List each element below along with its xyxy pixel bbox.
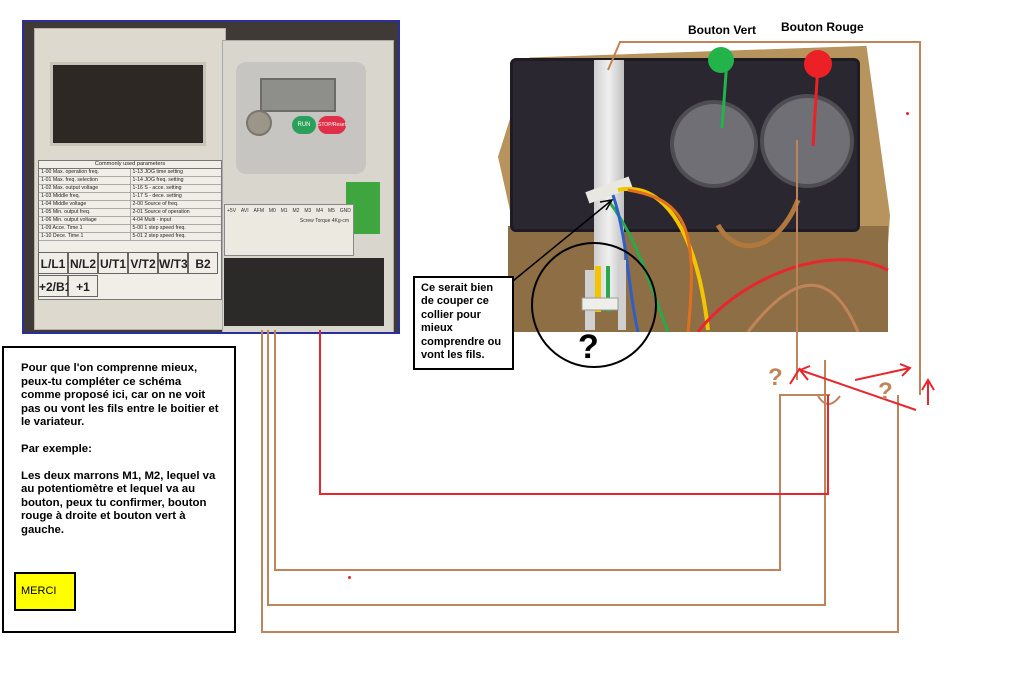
terminal-label: AFM <box>253 208 265 214</box>
arrow-diagonal <box>799 369 917 411</box>
stray-red-dot <box>348 576 351 579</box>
drive-display <box>260 78 336 112</box>
run-button: RUN <box>292 116 316 134</box>
terminal-t2: V/T2 <box>128 252 158 274</box>
parameter-cell: 4-04 Multi - input <box>132 217 172 223</box>
arrow-head <box>798 365 811 381</box>
terminal-label: M2 <box>292 208 300 214</box>
parameter-cell: 1-10 Dece. Time 1 <box>39 233 131 240</box>
question-mark-zoom: ? <box>578 328 599 366</box>
brown-wire-inner-loop <box>274 330 830 571</box>
parameter-cell: 1-05 Min. output freq. <box>39 209 131 216</box>
green-button-contact-block <box>670 100 758 188</box>
drive-wiring-area <box>224 258 384 326</box>
orange-wire <box>627 188 693 332</box>
request-example-title: Par exemple: <box>21 442 92 455</box>
terminal-b1: +2/B1 <box>38 275 71 297</box>
parameter-cell: 1-00 Max. operation freq. <box>39 169 131 176</box>
potentiometer-knob <box>246 110 272 136</box>
parameter-cell: 1-03 Middle freq. <box>39 193 131 200</box>
parameter-table-header: Commonly used parameters <box>39 161 221 169</box>
brown-wire-outer-loop <box>261 330 899 633</box>
callout-arrowhead <box>599 198 614 211</box>
parameter-cell: 1-13 JOG time setting <box>132 169 183 175</box>
arrow-short-left <box>789 367 801 385</box>
terminal-label: M1 <box>280 208 288 214</box>
parameter-cell: 5-01 2 step speed freq. <box>132 233 186 239</box>
button-box-photo <box>498 40 890 332</box>
screw-torque-label: Screw Torque 4Kg-cm <box>299 218 349 224</box>
terminal-label: GND <box>339 208 351 214</box>
parameter-cell: 1-01 Max. freq. selection <box>39 177 131 184</box>
zoom-circle <box>531 242 657 368</box>
blue-wire <box>611 194 640 332</box>
green-dot-icon <box>708 47 734 73</box>
red-button-label: Bouton Rouge <box>781 20 864 34</box>
terminal-label: M5 <box>327 208 335 214</box>
parameter-row: 1-03 Middle freq.1-17 S - dece. setting <box>39 193 221 201</box>
parameter-cell: 1-06 Min. output voltage <box>39 217 131 224</box>
red-button-contact-block <box>760 94 854 188</box>
parameter-cell: 1-16 S - acce. setting <box>132 185 182 191</box>
parameter-row: 1-00 Max. operation freq.1-13 JOG time s… <box>39 169 221 177</box>
terminal-labels: +5V AVI AFM M0 M1 M2 M3 M4 M5 GND <box>225 205 353 214</box>
control-terminal-strip: +5V AVI AFM M0 M1 M2 M3 M4 M5 GND Screw … <box>224 204 354 256</box>
parameter-cell: 5-00 1 step speed freq. <box>132 225 186 231</box>
arrow-head <box>921 378 935 391</box>
brown-wire <box>746 283 860 332</box>
terminal-label: +5V <box>227 208 237 214</box>
stray-red-dot <box>906 112 909 115</box>
power-terminal-legend: L/L1 N/L2 U/T1 V/T2 W/T3 B2 +2/B1 +1 <box>38 252 220 298</box>
terminal-t3: W/T3 <box>158 252 188 274</box>
parameter-cell: 1-14 JOG freq. setting <box>132 177 184 183</box>
red-dot-icon <box>804 50 832 78</box>
terminal-label: M3 <box>304 208 312 214</box>
red-wire <box>696 258 889 332</box>
yellow-wire <box>617 186 710 331</box>
collar-note: Ce serait bien de couper ce collier pour… <box>413 276 514 370</box>
box-wires <box>606 186 889 332</box>
brown-loop-wire <box>715 199 801 249</box>
terminal-l1: L/L1 <box>38 252 68 274</box>
green-button-label: Bouton Vert <box>688 23 756 37</box>
parameter-cell: 1-04 Middle voltage <box>39 201 131 208</box>
merci-label: MERCI <box>14 572 76 611</box>
drive-cover-window <box>50 62 206 146</box>
request-paragraph: Les deux marrons M1, M2, lequel va au po… <box>21 469 216 536</box>
callout-pointer <box>507 199 613 286</box>
parameter-cell: 1-09 Acce. Time 1 <box>39 225 131 232</box>
terminal-t1: U/T1 <box>98 252 128 274</box>
terminal-l2: N/L2 <box>68 252 98 274</box>
zoom-cable-tie <box>581 297 619 311</box>
parameter-row: 1-05 Min. output freq.2-01 Source of ope… <box>39 209 221 217</box>
brown-wire-top-loop <box>607 41 921 395</box>
red-wire-line <box>319 330 829 495</box>
terminal-label: M0 <box>268 208 276 214</box>
parameter-cell: 1-17 S - dece. setting <box>132 193 182 199</box>
arrow-right <box>854 367 911 381</box>
drive-photo: Commonly used parameters 1-00 Max. opera… <box>22 20 400 334</box>
request-paragraph: Pour que l'on comprenne mieux, peux-tu c… <box>21 362 219 429</box>
stop-reset-button: STOP/Reset <box>318 116 346 134</box>
parameter-cell: 1-02 Max. output voltage <box>39 185 131 192</box>
terminal-b2: B2 <box>188 252 218 274</box>
brown-wire-middle-loop <box>267 330 826 606</box>
terminal-label: AVI <box>240 208 249 214</box>
question-mark-left: ? <box>768 364 783 391</box>
terminal-label: M4 <box>316 208 324 214</box>
parameter-cell: 2-01 Source of operation <box>132 209 190 215</box>
terminal-plus1: +1 <box>68 275 98 297</box>
parameter-cell: 2-00 Source of freq. <box>132 201 179 207</box>
question-mark-right: ? <box>878 378 893 405</box>
arrow-head <box>899 363 912 377</box>
